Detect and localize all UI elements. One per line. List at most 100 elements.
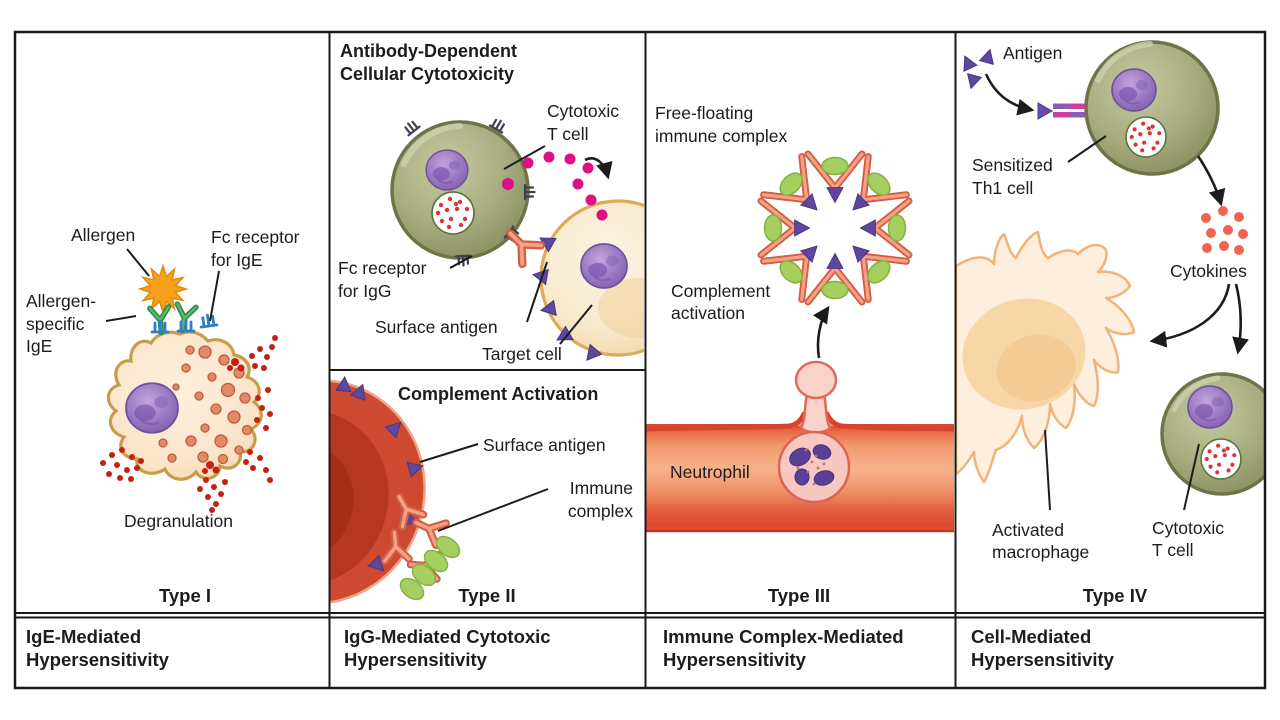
label-allergen-specific-line3: IgE xyxy=(26,336,52,356)
neutrophil-nucleus xyxy=(789,444,835,486)
label-cytotoxic-t-line2: T cell xyxy=(547,124,589,144)
ige-antibody-icon xyxy=(173,304,196,332)
label-cytotoxic-t-line1: Cytotoxic xyxy=(547,101,619,121)
label-surface-antigen-bottom: Surface antigen xyxy=(483,435,606,455)
heading-adcc-line1: Antibody-Dependent xyxy=(340,41,517,61)
fc-receptor-ige-icon xyxy=(176,318,196,333)
neutrophil-cell xyxy=(777,360,851,504)
fc-receptor-ige-icon xyxy=(150,319,170,334)
t-cell-2-nucleus xyxy=(1187,385,1233,429)
panel-1-text: Allergen Fc receptor for IgE Allergen- s… xyxy=(26,225,300,606)
label-allergen-specific-line1: Allergen- xyxy=(26,291,96,311)
label-complement-line2: activation xyxy=(671,303,745,323)
panel-4-text: Antigen Sensitized Th1 cell Cytokines Ac… xyxy=(972,43,1247,606)
th1-granule xyxy=(1125,116,1167,158)
mast-cell-nucleus xyxy=(124,382,180,434)
label-sensitized-line2: Th1 cell xyxy=(972,178,1033,198)
arrow-neutrophil-to-complex xyxy=(813,305,830,359)
label-immune-complex-line2: complex xyxy=(568,501,633,521)
label-cytotoxic-t2-line1: Cytotoxic xyxy=(1152,518,1224,538)
label-target-cell: Target cell xyxy=(482,344,562,364)
label-fc-receptor-line1: Fc receptor xyxy=(211,227,300,247)
panel-type-2-adcc xyxy=(390,116,644,366)
pointer-cytotoxic-t xyxy=(503,145,546,170)
footer-4-line2: Hypersensitivity xyxy=(971,649,1115,670)
label-sensitized-line1: Sensitized xyxy=(972,155,1053,175)
label-cytotoxic-t2-line2: T cell xyxy=(1152,540,1194,560)
th1-nucleus xyxy=(1111,68,1157,112)
t-cell-nucleus xyxy=(425,149,469,191)
immune-complex-ring xyxy=(757,150,913,306)
type-label-4: Type IV xyxy=(1083,585,1148,606)
label-degranulation: Degranulation xyxy=(124,511,233,531)
arrow-granules-to-target xyxy=(584,157,613,180)
panel-type-2-complement xyxy=(330,375,549,605)
fc-receptor-igg-icon xyxy=(401,118,421,137)
arrow-th1-to-cytokines xyxy=(1196,155,1226,207)
heading-adcc-line2: Cellular Cytotoxicity xyxy=(340,64,514,84)
panel-type-4 xyxy=(956,40,1264,511)
panel-type-3 xyxy=(646,150,954,533)
pointer-surface-antigen-top xyxy=(526,261,548,323)
target-cell xyxy=(531,199,644,366)
fc-receptor-ige-icon xyxy=(198,312,219,329)
arrow-cytokines-to-macrophage xyxy=(1149,283,1231,348)
panel-3-text: Free-floating immune complex Complement … xyxy=(655,103,830,606)
cytotoxic-t-cell xyxy=(390,116,536,267)
pointer-activated-macrophage xyxy=(1044,429,1051,511)
label-surface-antigen-top: Surface antigen xyxy=(375,317,498,337)
footer-3-line1: Immune Complex-Mediated xyxy=(663,626,904,647)
label-free-floating-line2: immune complex xyxy=(655,126,788,146)
fc-receptor-igg-icon xyxy=(523,183,536,201)
pointer-fc-receptor-igg xyxy=(449,255,473,269)
cytokine-dots xyxy=(1201,206,1248,255)
pointer-target-cell xyxy=(559,304,593,345)
label-immune-complex-line1: Immune xyxy=(570,478,633,498)
pointer-allergen-specific-ige xyxy=(105,315,137,322)
footer-3-line2: Hypersensitivity xyxy=(663,649,807,670)
label-activated-line2: macrophage xyxy=(992,542,1089,562)
arrow-antigen-to-receptor xyxy=(984,73,1035,116)
allergen-starburst-icon xyxy=(137,263,189,315)
label-free-floating-line1: Free-floating xyxy=(655,103,753,123)
label-complement-line1: Complement xyxy=(671,281,770,301)
footer-2-line1: IgG-Mediated Cytotoxic xyxy=(344,626,551,647)
label-allergen: Allergen xyxy=(71,225,135,245)
label-antigen: Antigen xyxy=(1003,43,1062,63)
arrow-cytokines-to-tcell xyxy=(1232,283,1249,355)
pointer-allergen xyxy=(126,248,150,277)
pointer-immune-complex xyxy=(437,488,549,532)
target-cell-nucleus xyxy=(579,242,629,290)
pointer-sensitized-th1 xyxy=(1067,135,1107,163)
neutrophil-extruding-lobe xyxy=(794,360,838,400)
t-cell-granule xyxy=(431,191,475,235)
panel-type-1 xyxy=(100,248,278,513)
type-label-3: Type III xyxy=(768,585,830,606)
panel-2-text: Antibody-Dependent Cellular Cytotoxicity… xyxy=(338,41,633,606)
pointer-fc-receptor-ige xyxy=(209,270,220,322)
footer-1-line2: Hypersensitivity xyxy=(26,649,170,670)
label-fc-receptor-line2: for IgE xyxy=(211,250,263,270)
type-label-2: Type II xyxy=(458,585,515,606)
pointer-cytotoxic-t-2 xyxy=(1183,443,1200,511)
activated-macrophage xyxy=(956,230,1136,484)
label-fc-receptor-igg-line2: for IgG xyxy=(338,281,392,301)
type-label-1: Type I xyxy=(159,585,211,606)
footer-row: IgE-Mediated Hypersensitivity IgG-Mediat… xyxy=(26,626,1115,670)
tcr-receptor-icon xyxy=(1037,102,1085,120)
degranulation-dots xyxy=(100,335,278,513)
blood-vessel xyxy=(646,411,954,533)
cytotoxic-t-cell-2 xyxy=(1160,372,1264,496)
label-allergen-specific-line2: specific xyxy=(26,314,85,334)
footer-2-line2: Hypersensitivity xyxy=(344,649,488,670)
perforin-granule-dots xyxy=(502,151,608,221)
label-cytokines: Cytokines xyxy=(1170,261,1247,281)
neutrophil-speckles xyxy=(796,448,826,486)
t-cell-2-granule xyxy=(1200,438,1242,480)
pointer-surface-antigen-bottom xyxy=(419,443,479,463)
label-neutrophil: Neutrophil xyxy=(670,462,750,482)
outer-border xyxy=(13,30,1267,690)
subheading-complement-activation: Complement Activation xyxy=(398,384,598,404)
